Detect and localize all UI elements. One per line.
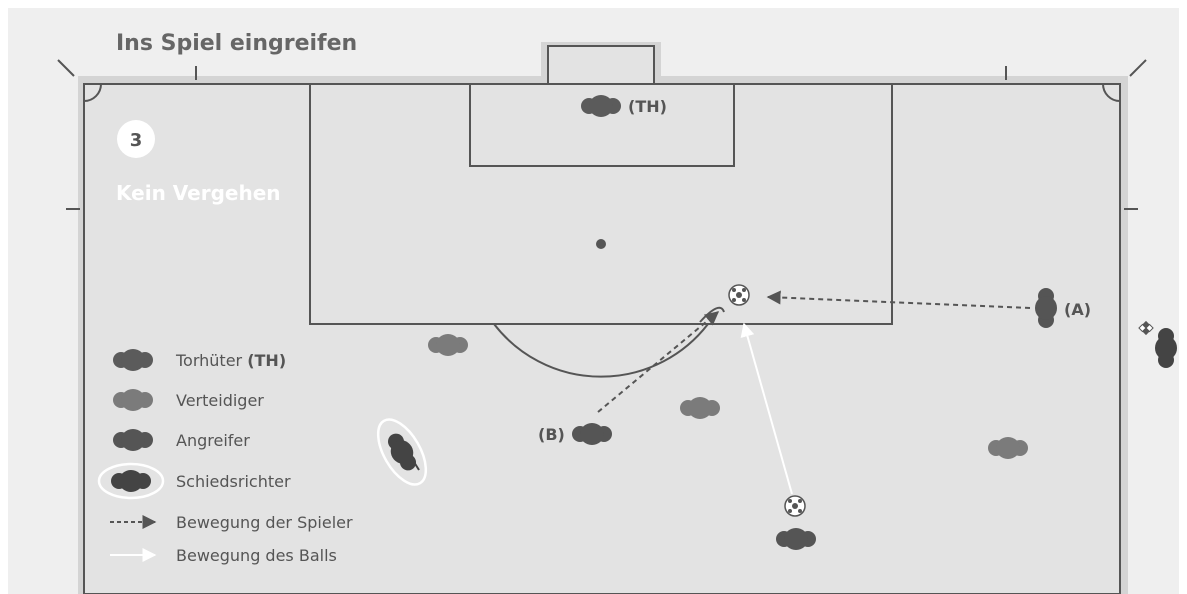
diagram-title: Ins Spiel eingreifen: [116, 31, 357, 56]
scenario-subtitle: Kein Vergehen: [116, 181, 281, 205]
legend-referee-text: Schiedsrichter: [176, 472, 291, 491]
ball-movement-arrow: [740, 322, 793, 495]
corner-arc-right: [1102, 83, 1121, 102]
attacker-a-label: (A): [1064, 300, 1091, 319]
player-b-movement-curve: [699, 306, 725, 323]
soccer-ball-icon: [728, 284, 750, 306]
legend-defender-icon: [113, 389, 153, 411]
corner-tick-left: [57, 59, 75, 77]
goal: [547, 45, 655, 85]
step-number: 3: [130, 130, 143, 151]
player-b-movement-arrow: [597, 311, 720, 413]
attacker-b-label: (B): [538, 425, 565, 444]
pitch: [83, 83, 1121, 594]
goalkeeper: [581, 95, 621, 117]
attacker-bottom: [776, 528, 816, 550]
legend-attacker-icon: [113, 429, 153, 451]
legend: Torhüter (TH) Verteidiger Angreifer Schi…: [97, 349, 353, 565]
referee: [376, 418, 428, 486]
goal-area: [469, 83, 735, 167]
legend-referee-ring: [97, 462, 165, 500]
legend-goalkeeper-text: Torhüter (TH): [175, 351, 286, 370]
goalkeeper-label: (TH): [628, 97, 667, 116]
defender: [428, 334, 468, 356]
corner-arc-left: [83, 83, 102, 102]
legend-player-movement-text: Bewegung der Spieler: [176, 513, 353, 532]
corner-tick-right: [1129, 59, 1147, 77]
defender: [680, 397, 720, 419]
legend-referee-icon: [111, 470, 151, 492]
legend-goalkeeper-icon: [113, 349, 153, 371]
soccer-ball-icon: [784, 495, 806, 517]
player-a-movement-arrow: [766, 290, 1031, 309]
defender: [988, 437, 1028, 459]
assistant-referee: [1155, 328, 1177, 368]
attacker-a: [1035, 288, 1057, 328]
legend-ball-movement-text: Bewegung des Balls: [176, 546, 337, 565]
legend-attacker-text: Angreifer: [176, 431, 250, 450]
step-badge: [117, 120, 155, 158]
penalty-arc: [493, 323, 709, 378]
penalty-spot: [596, 239, 606, 249]
legend-defender-text: Verteidiger: [176, 391, 264, 410]
attacker-b: [572, 423, 612, 445]
